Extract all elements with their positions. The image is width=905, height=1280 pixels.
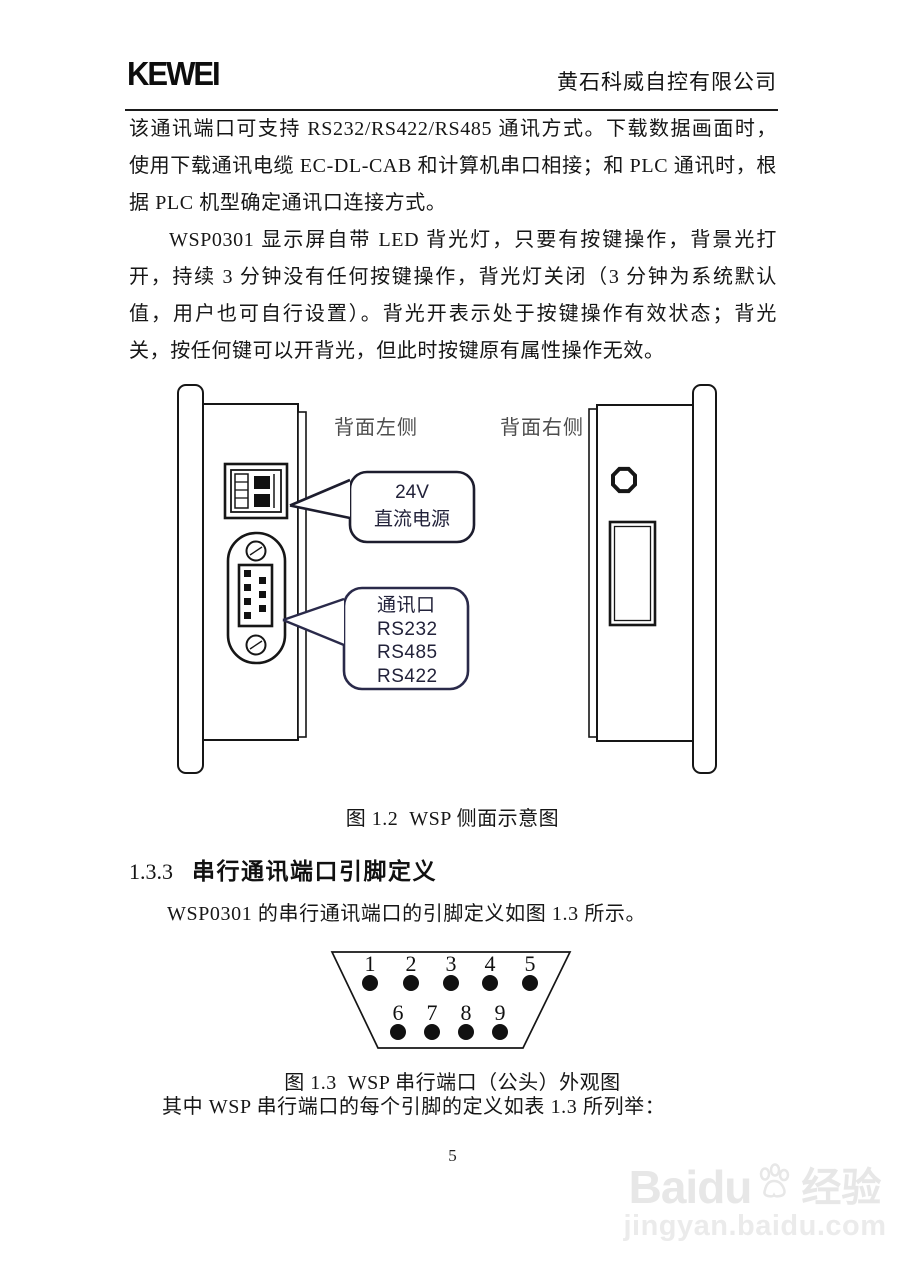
right-body bbox=[596, 404, 694, 742]
figure-1-2-caption: 图 1.2 WSP 侧面示意图 bbox=[345, 808, 560, 830]
label-back-right: 背面右侧 bbox=[500, 417, 584, 439]
pin-5-label: 5 bbox=[525, 951, 536, 976]
header-divider bbox=[125, 109, 778, 111]
callout-power-line1: 24V bbox=[395, 482, 429, 503]
pin-6-label: 6 bbox=[393, 1000, 404, 1025]
callout-power-text: 24V 直流电源 bbox=[350, 479, 474, 533]
figure-1-3-db9-face: 1 2 3 4 5 6 7 8 9 bbox=[330, 951, 572, 1049]
pin-8-label: 8 bbox=[461, 1000, 472, 1025]
left-front-bezel bbox=[177, 384, 204, 774]
paragraph-pin-definition: WSP0301 的串行通讯端口的引脚定义如图 1.3 所示。 bbox=[167, 903, 647, 925]
pin-4-label: 4 bbox=[485, 951, 496, 976]
callout-comm-line3: RS485 bbox=[377, 642, 438, 663]
pin-3-label: 3 bbox=[446, 951, 457, 976]
watermark-logo-line: Baidu 经验 bbox=[615, 1161, 895, 1213]
watermark-brand-text: Baidu bbox=[628, 1161, 753, 1213]
paragraph-comm-port: 该通讯端口可支持 RS232/RS422/RS485 通讯方式。下载数据画面时，… bbox=[129, 118, 777, 214]
pin-1-label: 1 bbox=[365, 951, 376, 976]
paragraph-backlight: WSP0301 显示屏自带 LED 背光灯，只要有按键操作，背景光打开，持续 3… bbox=[129, 229, 777, 362]
section-title: 串行通讯端口引脚定义 bbox=[192, 858, 437, 884]
db9-shell-outline bbox=[330, 951, 572, 1049]
callout-comm-line2: RS232 bbox=[377, 618, 438, 640]
kewei-logo: KEWEI bbox=[127, 54, 221, 93]
left-back-strip bbox=[297, 411, 307, 738]
pin-9-label: 9 bbox=[495, 1000, 506, 1025]
db9-pins-top bbox=[362, 975, 538, 991]
expansion-slot bbox=[608, 520, 657, 627]
company-name: 黄石科威自控有限公司 bbox=[557, 70, 777, 94]
callout-comm-bubble bbox=[282, 586, 470, 691]
paragraph-table-reference: 其中 WSP 串行端口的每个引脚的定义如表 1.3 所列举： bbox=[162, 1096, 666, 1118]
right-front-bezel bbox=[692, 384, 717, 774]
section-heading-1-3-3: 1.3.3 串行通讯端口引脚定义 bbox=[129, 852, 437, 886]
callout-power-bubble bbox=[289, 470, 476, 544]
db9-connector-side bbox=[226, 531, 287, 665]
page-number: 5 bbox=[448, 1146, 457, 1165]
right-back-strip bbox=[588, 408, 598, 738]
device-left-side-view bbox=[177, 384, 307, 774]
callout-comm-line4: RS422 bbox=[377, 665, 438, 687]
callout-power-line2: 直流电源 bbox=[373, 509, 450, 530]
baidu-paw-icon bbox=[753, 1162, 795, 1209]
mounting-hole bbox=[611, 466, 637, 494]
figure-1-3-caption: 图 1.3 WSP 串行端口（公头）外观图 bbox=[284, 1072, 621, 1094]
db9-pins-bottom bbox=[390, 1024, 508, 1040]
power-terminal-connector bbox=[223, 462, 289, 520]
watermark-suffix-text: 经验 bbox=[801, 1166, 882, 1210]
db9-pin-numbers-bottom: 6 7 8 9 bbox=[393, 1000, 506, 1025]
callout-comm-line1: 通讯口 bbox=[377, 595, 436, 616]
pin-2-label: 2 bbox=[406, 951, 417, 976]
callout-comm-text: 通讯口 RS232 RS485 RS422 bbox=[377, 594, 438, 688]
label-back-left: 背面左侧 bbox=[334, 417, 418, 439]
figure-1-2-diagram bbox=[177, 384, 717, 774]
baidu-watermark: Baidu 经验 jingyan.baidu.com bbox=[615, 1162, 895, 1243]
device-right-side-view bbox=[588, 384, 717, 774]
section-number: 1.3.3 bbox=[129, 859, 173, 884]
db9-pin-numbers-top: 1 2 3 4 5 bbox=[365, 951, 536, 976]
watermark-url: jingyan.baidu.com bbox=[623, 1210, 887, 1242]
pin-7-label: 7 bbox=[427, 1000, 438, 1025]
